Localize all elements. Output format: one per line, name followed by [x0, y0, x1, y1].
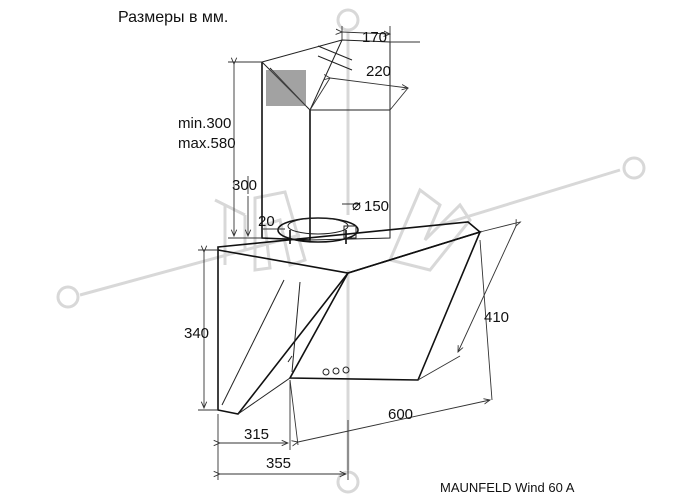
- dim-chimney-depth: 170: [362, 29, 387, 46]
- vent-grille: [266, 70, 306, 106]
- hood-body: [217, 221, 482, 415]
- dim-total-depth: 355: [266, 455, 291, 472]
- dim-panel-depth: 410: [484, 309, 509, 326]
- dim-outlet-diameter: 150: [364, 198, 389, 215]
- dim-body-height: 340: [184, 325, 209, 342]
- dim-base-depth: 315: [244, 426, 269, 443]
- dimension-lines: [198, 26, 520, 480]
- duct-outlet: [277, 217, 359, 244]
- dim-chimney-min: min.300: [178, 115, 231, 132]
- dim-outlet-diameter-symbol: ⌀: [352, 197, 361, 214]
- dim-chimney-max: max.580: [178, 135, 236, 152]
- model-name: MAUNFELD Wind 60 A: [440, 480, 575, 495]
- dim-outlet-offset: 20: [258, 213, 275, 230]
- drawing-title: Размеры в мм.: [118, 9, 228, 26]
- dim-total-width: 600: [388, 406, 413, 423]
- watermark-logo: [56, 8, 646, 494]
- dim-chimney-width: 220: [366, 63, 391, 80]
- dim-chimney-height: 300: [232, 177, 257, 194]
- chimney: [261, 39, 391, 241]
